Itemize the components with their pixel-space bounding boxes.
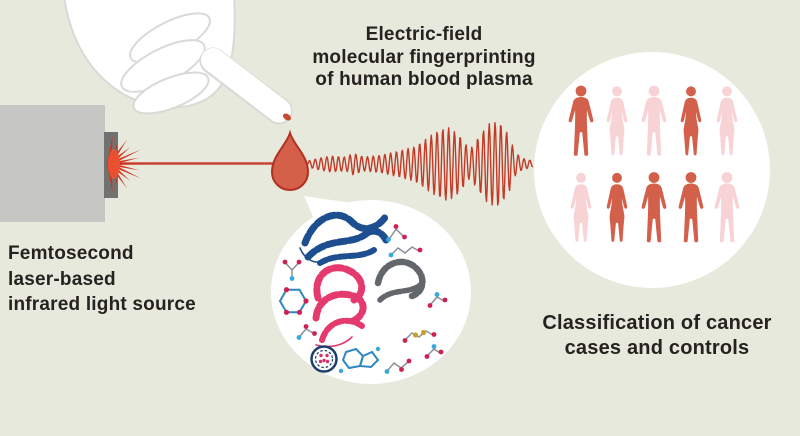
classification-circle [534, 52, 770, 288]
label-line: molecular fingerprinting [312, 46, 536, 68]
waveform-path [307, 122, 534, 206]
label-line: Femtosecond [8, 243, 134, 264]
small-molecule [402, 329, 437, 343]
small-molecule [386, 224, 407, 242]
label-classification: Classification of cancer cases and contr… [502, 311, 800, 361]
protein-ribbon-pink [312, 264, 367, 348]
spark-burst-icon [107, 135, 148, 193]
nucleotide-molecule [338, 346, 381, 374]
curled-finger [132, 71, 210, 115]
hand-icon [63, 0, 293, 125]
sugar-ring-molecule [278, 287, 309, 315]
puncture-dot [283, 113, 291, 121]
label-line: Electric-field [365, 24, 483, 45]
small-molecule [427, 292, 448, 308]
small-molecule [384, 358, 412, 374]
small-molecule [388, 246, 423, 258]
small-molecule [424, 344, 444, 359]
cohort-circle [534, 52, 770, 288]
protein-ribbon-gray [374, 258, 426, 303]
label-line: cases and controls [564, 337, 750, 359]
molecule-bubble [271, 196, 471, 384]
label-line: infrared light source [8, 294, 196, 315]
small-molecule [296, 324, 317, 340]
label-fingerprinting: Electric-field molecular fingerprinting … [278, 24, 570, 92]
index-finger [201, 48, 291, 123]
blood-drop-icon [270, 129, 310, 191]
virus-particle [310, 345, 338, 373]
spark-core [108, 149, 120, 179]
small-molecule [282, 259, 302, 281]
label-laser-source: Femtosecond laser-based infrared light s… [8, 241, 196, 318]
label-line: Classification of cancer [542, 312, 772, 334]
label-line: laser-based [8, 268, 116, 290]
protein-ribbon-blue [299, 211, 390, 266]
label-line: of human blood plasma [315, 69, 533, 90]
laser-device-body [0, 105, 105, 222]
